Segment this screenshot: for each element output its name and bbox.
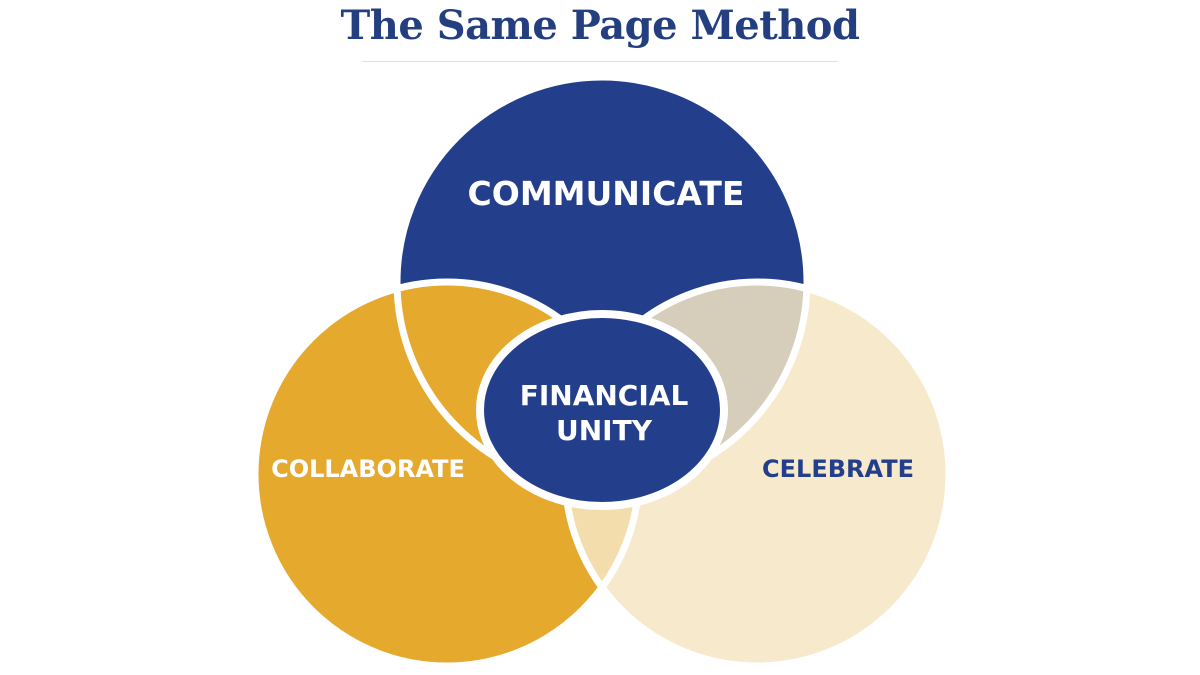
- circle-financial-unity: [476, 310, 728, 510]
- title-divider: [362, 61, 838, 62]
- page-title: The Same Page Method: [340, 2, 860, 49]
- label-celebrate: CELEBRATE: [762, 455, 914, 483]
- label-collaborate: COLLABORATE: [271, 455, 465, 483]
- label-communicate: COMMUNICATE: [468, 174, 745, 213]
- label-financial: FINANCIAL: [520, 379, 689, 412]
- label-unity: UNITY: [556, 414, 653, 447]
